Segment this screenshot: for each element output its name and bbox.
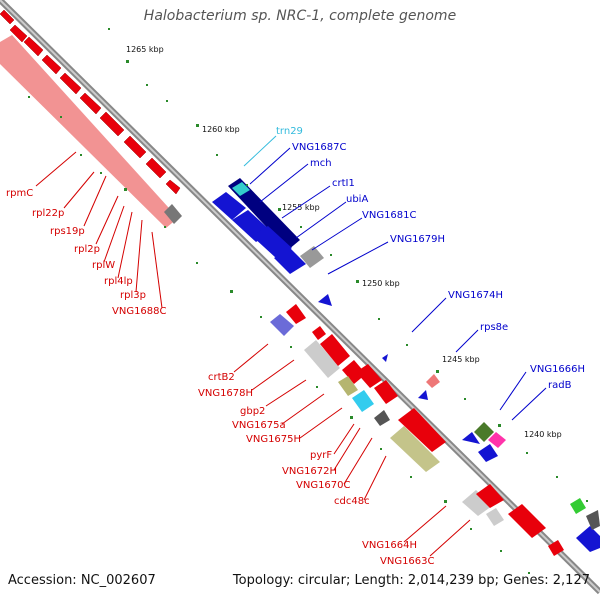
operon-band <box>0 35 178 228</box>
gene-label-VNG1688C: VNG1688C <box>112 306 167 317</box>
gene-label-rpl3p: rpl3p <box>120 290 146 301</box>
reverse-leader-lines <box>249 147 547 421</box>
scale-label-1260: 1260 kbp <box>202 125 240 134</box>
forward-leader-lines <box>35 151 471 557</box>
scale-label-1255: 1255 kbp <box>282 203 320 212</box>
topology-text: Topology: circular; Length: 2,014,239 bp… <box>232 573 590 588</box>
gene-label-rplW: rplW <box>92 260 115 271</box>
gene-label-VNG1663C: VNG1663C <box>380 556 435 567</box>
map-title: Halobacterium sp. NRC-1, complete genome <box>143 8 457 24</box>
gene-label-rpl4lp: rpl4lp <box>104 276 133 287</box>
gene-label-VNG1687C: VNG1687C <box>292 142 347 153</box>
gene-label-rpl2p: rpl2p <box>74 244 100 255</box>
scale-ticks <box>28 28 588 574</box>
gene-label-cdc48c: cdc48c <box>334 496 370 507</box>
gene-label-crtI1: crtI1 <box>332 178 355 189</box>
gene-label-mch: mch <box>310 158 332 169</box>
ribosomal-gene-arrows <box>0 9 181 195</box>
gene-label-VNG1681C: VNG1681C <box>362 210 417 221</box>
gene-label-VNG1672H: VNG1672H <box>282 466 337 477</box>
gene-label-crtB2: crtB2 <box>208 372 235 383</box>
gene-label-VNG1666H: VNG1666H <box>530 364 585 375</box>
gene-label-VNG1675H: VNG1675H <box>246 434 301 445</box>
gene-label-VNG1678H: VNG1678H <box>198 388 253 399</box>
gene-label-rpl22p: rpl22p <box>32 208 64 219</box>
gene-label-rps19p: rps19p <box>50 226 85 237</box>
gene-label-VNG1670C: VNG1670C <box>296 480 351 491</box>
gene-label-rps8e: rps8e <box>480 322 508 333</box>
trna-leader-line <box>243 135 277 167</box>
scale-label-1240: 1240 kbp <box>524 430 562 439</box>
gene-label-radB: radB <box>548 380 572 391</box>
lower-gene-cluster <box>462 422 600 556</box>
gene-label-rpmC: rpmC <box>6 188 33 199</box>
scale-label-1265: 1265 kbp <box>126 45 164 54</box>
gene-label-VNG1664H: VNG1664H <box>362 540 417 551</box>
gene-label-VNG1674H: VNG1674H <box>448 290 503 301</box>
gene-label-gbp2: gbp2 <box>240 406 265 417</box>
scale-label-1250: 1250 kbp <box>362 279 400 288</box>
gene-label-VNG1679H: VNG1679H <box>390 234 445 245</box>
scale-label-1245: 1245 kbp <box>442 355 480 364</box>
gene-label-trn29: trn29 <box>276 126 303 137</box>
gene-box-grey <box>164 204 182 224</box>
gene-label-pyrF: pyrF <box>310 450 332 461</box>
gene-label-VNG1675a: VNG1675a <box>232 420 286 431</box>
middle-gene-cluster <box>270 304 446 472</box>
accession-text: Accession: NC_002607 <box>8 573 156 588</box>
gene-label-ubiA: ubiA <box>346 194 368 205</box>
reverse-gene-block <box>212 178 332 306</box>
